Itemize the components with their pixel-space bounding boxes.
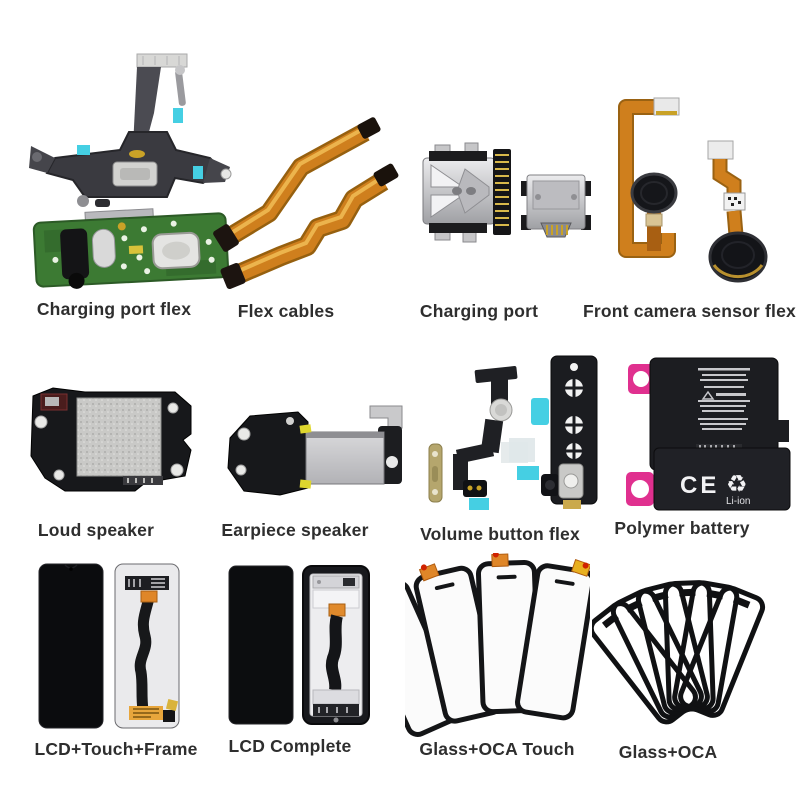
touch-glass-panel bbox=[515, 559, 590, 721]
product-label-charging-port: Charging port bbox=[419, 301, 539, 321]
usb-c-connector bbox=[422, 142, 511, 243]
product-label-flex-cables: Flex cables bbox=[237, 301, 335, 321]
product-label-loud-speaker: Loud speaker bbox=[37, 520, 155, 540]
flex-cables-illustration bbox=[213, 117, 399, 290]
polymer-battery-illustration: CE ♻ Li-ion bbox=[626, 357, 791, 511]
oca-glass-panel bbox=[678, 585, 766, 718]
product-label-earpiece-speaker: Earpiece speaker bbox=[221, 520, 369, 540]
fingerprint-flex-left bbox=[618, 97, 680, 258]
flex-cable-upper bbox=[213, 117, 381, 252]
product-label-lcd-complete: LCD Complete bbox=[228, 736, 352, 756]
product-label-glass-oca: Glass+OCA bbox=[618, 742, 718, 762]
charging-pcb bbox=[32, 208, 230, 289]
volume-flex-right bbox=[509, 355, 598, 509]
product-label-front-camera-sensor-flex: Front camera sensor flex bbox=[583, 301, 796, 321]
glass-oca-touch-illustration bbox=[405, 553, 590, 737]
product-label-lcd-touch-frame: LCD+Touch+Frame bbox=[34, 739, 198, 759]
product-label-charging-port-flex: Charging port flex bbox=[36, 299, 192, 319]
product-label-volume-button-flex: Volume button flex bbox=[420, 524, 580, 544]
recycle-icon: ♻ bbox=[726, 471, 748, 498]
product-label-polymer-battery: Polymer battery bbox=[614, 518, 750, 538]
product-label-glass-oca-touch: Glass+OCA Touch bbox=[419, 739, 575, 759]
glass-oca-illustration bbox=[592, 580, 766, 725]
volume-button-flex-illustration bbox=[428, 355, 598, 510]
charging-port-illustration bbox=[422, 142, 591, 243]
micro-usb-connector bbox=[521, 174, 591, 238]
earpiece-speaker-illustration bbox=[227, 405, 403, 496]
battery-front: CE ♻ Li-ion bbox=[653, 447, 791, 511]
lcd-complete-illustration bbox=[228, 565, 370, 725]
ce-mark: CE bbox=[680, 472, 719, 499]
flex-cable-lower bbox=[220, 163, 399, 290]
front-camera-sensor-flex-illustration bbox=[618, 97, 768, 283]
loud-speaker-illustration bbox=[30, 387, 192, 492]
li-ion-mark: Li-ion bbox=[726, 496, 750, 507]
lcd-frame-back bbox=[302, 565, 370, 725]
fingerprint-flex-right bbox=[707, 140, 768, 283]
lcd-front bbox=[228, 565, 294, 725]
dock-flex-cable bbox=[29, 53, 232, 207]
lcd-front bbox=[38, 563, 104, 729]
power-flex-left bbox=[428, 366, 528, 510]
lcd-touch-frame-illustration bbox=[38, 563, 180, 729]
charging-port-flex-illustration bbox=[29, 53, 232, 289]
lcd-back bbox=[114, 563, 180, 729]
